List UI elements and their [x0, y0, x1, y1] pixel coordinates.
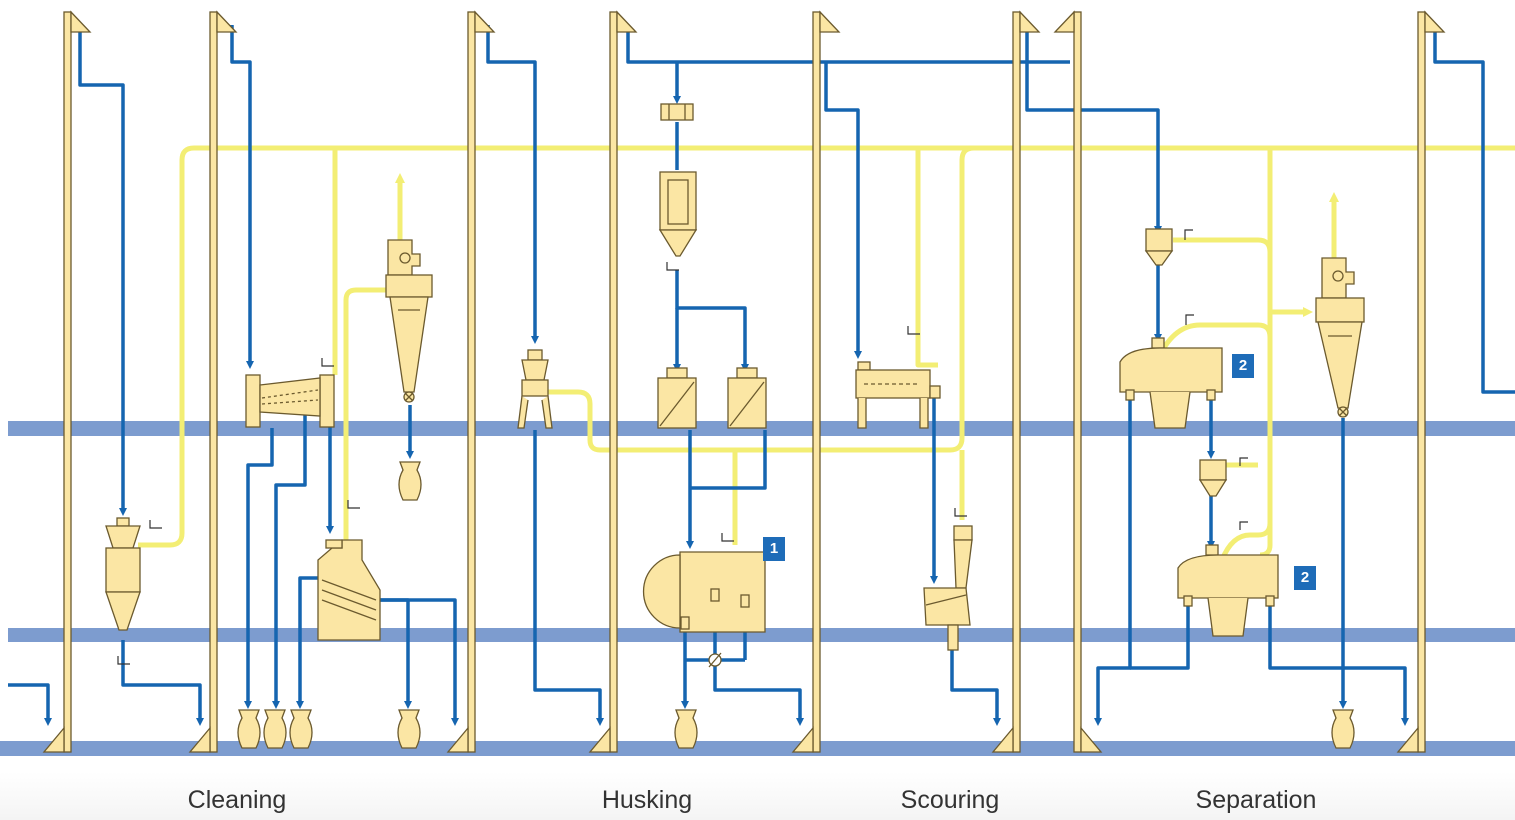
product-lines: [8, 25, 1515, 726]
sack-5: [398, 461, 422, 501]
aspiration-cyclone-2: [1315, 257, 1365, 418]
section-label-husking: Husking: [601, 786, 693, 814]
destoner: [317, 539, 381, 641]
floor-2: [8, 628, 1515, 642]
sack-2: [263, 709, 287, 749]
elevator-3: [446, 10, 496, 753]
husker-bin: [658, 171, 698, 257]
sack-6: [674, 709, 698, 749]
cyclone-separation-2: [1198, 459, 1228, 497]
sack-3: [289, 709, 313, 749]
machines: [105, 103, 1365, 668]
sack-7: [1331, 709, 1355, 749]
air-lines: [138, 145, 1515, 561]
magnet-box: [660, 103, 694, 121]
elevator-4: [588, 10, 638, 753]
husker-1: [657, 367, 697, 429]
product-sacks: [237, 461, 1355, 749]
sack-4: [397, 709, 421, 749]
elevator-5: [791, 10, 841, 753]
paddy-table-1: [1119, 337, 1223, 429]
valve-markers: [117, 229, 1248, 665]
cyclone-separation-1: [1144, 228, 1174, 266]
paddy-separator: [517, 349, 553, 429]
elevator-7: [1053, 10, 1103, 753]
badge-paddy-separator-1: 2: [1232, 354, 1254, 378]
aspiration-cyclone-1: [385, 239, 433, 403]
floor-3: [0, 741, 1515, 756]
scourer: [855, 361, 941, 429]
footer-band: [0, 772, 1515, 820]
badge-husker: 1: [763, 537, 785, 561]
paddy-table-2: [1177, 544, 1279, 637]
husker-2: [727, 367, 767, 429]
grain-scale: [245, 374, 335, 428]
section-label-scouring: Scouring: [900, 786, 1000, 814]
elevator-6: [991, 10, 1041, 753]
elevator-1: [42, 10, 92, 753]
sack-1: [237, 709, 261, 749]
badge-paddy-separator-2: 2: [1294, 566, 1316, 590]
intake-separator: [105, 517, 141, 631]
elevator-8: [1396, 10, 1446, 753]
elevator-2: [188, 10, 238, 753]
section-label-separation: Separation: [1195, 786, 1317, 814]
bucket-elevators: [42, 10, 1446, 753]
section-label-cleaning: Cleaning: [187, 786, 287, 814]
husk-aspirator: [642, 551, 766, 668]
bran-separator: [923, 525, 973, 651]
